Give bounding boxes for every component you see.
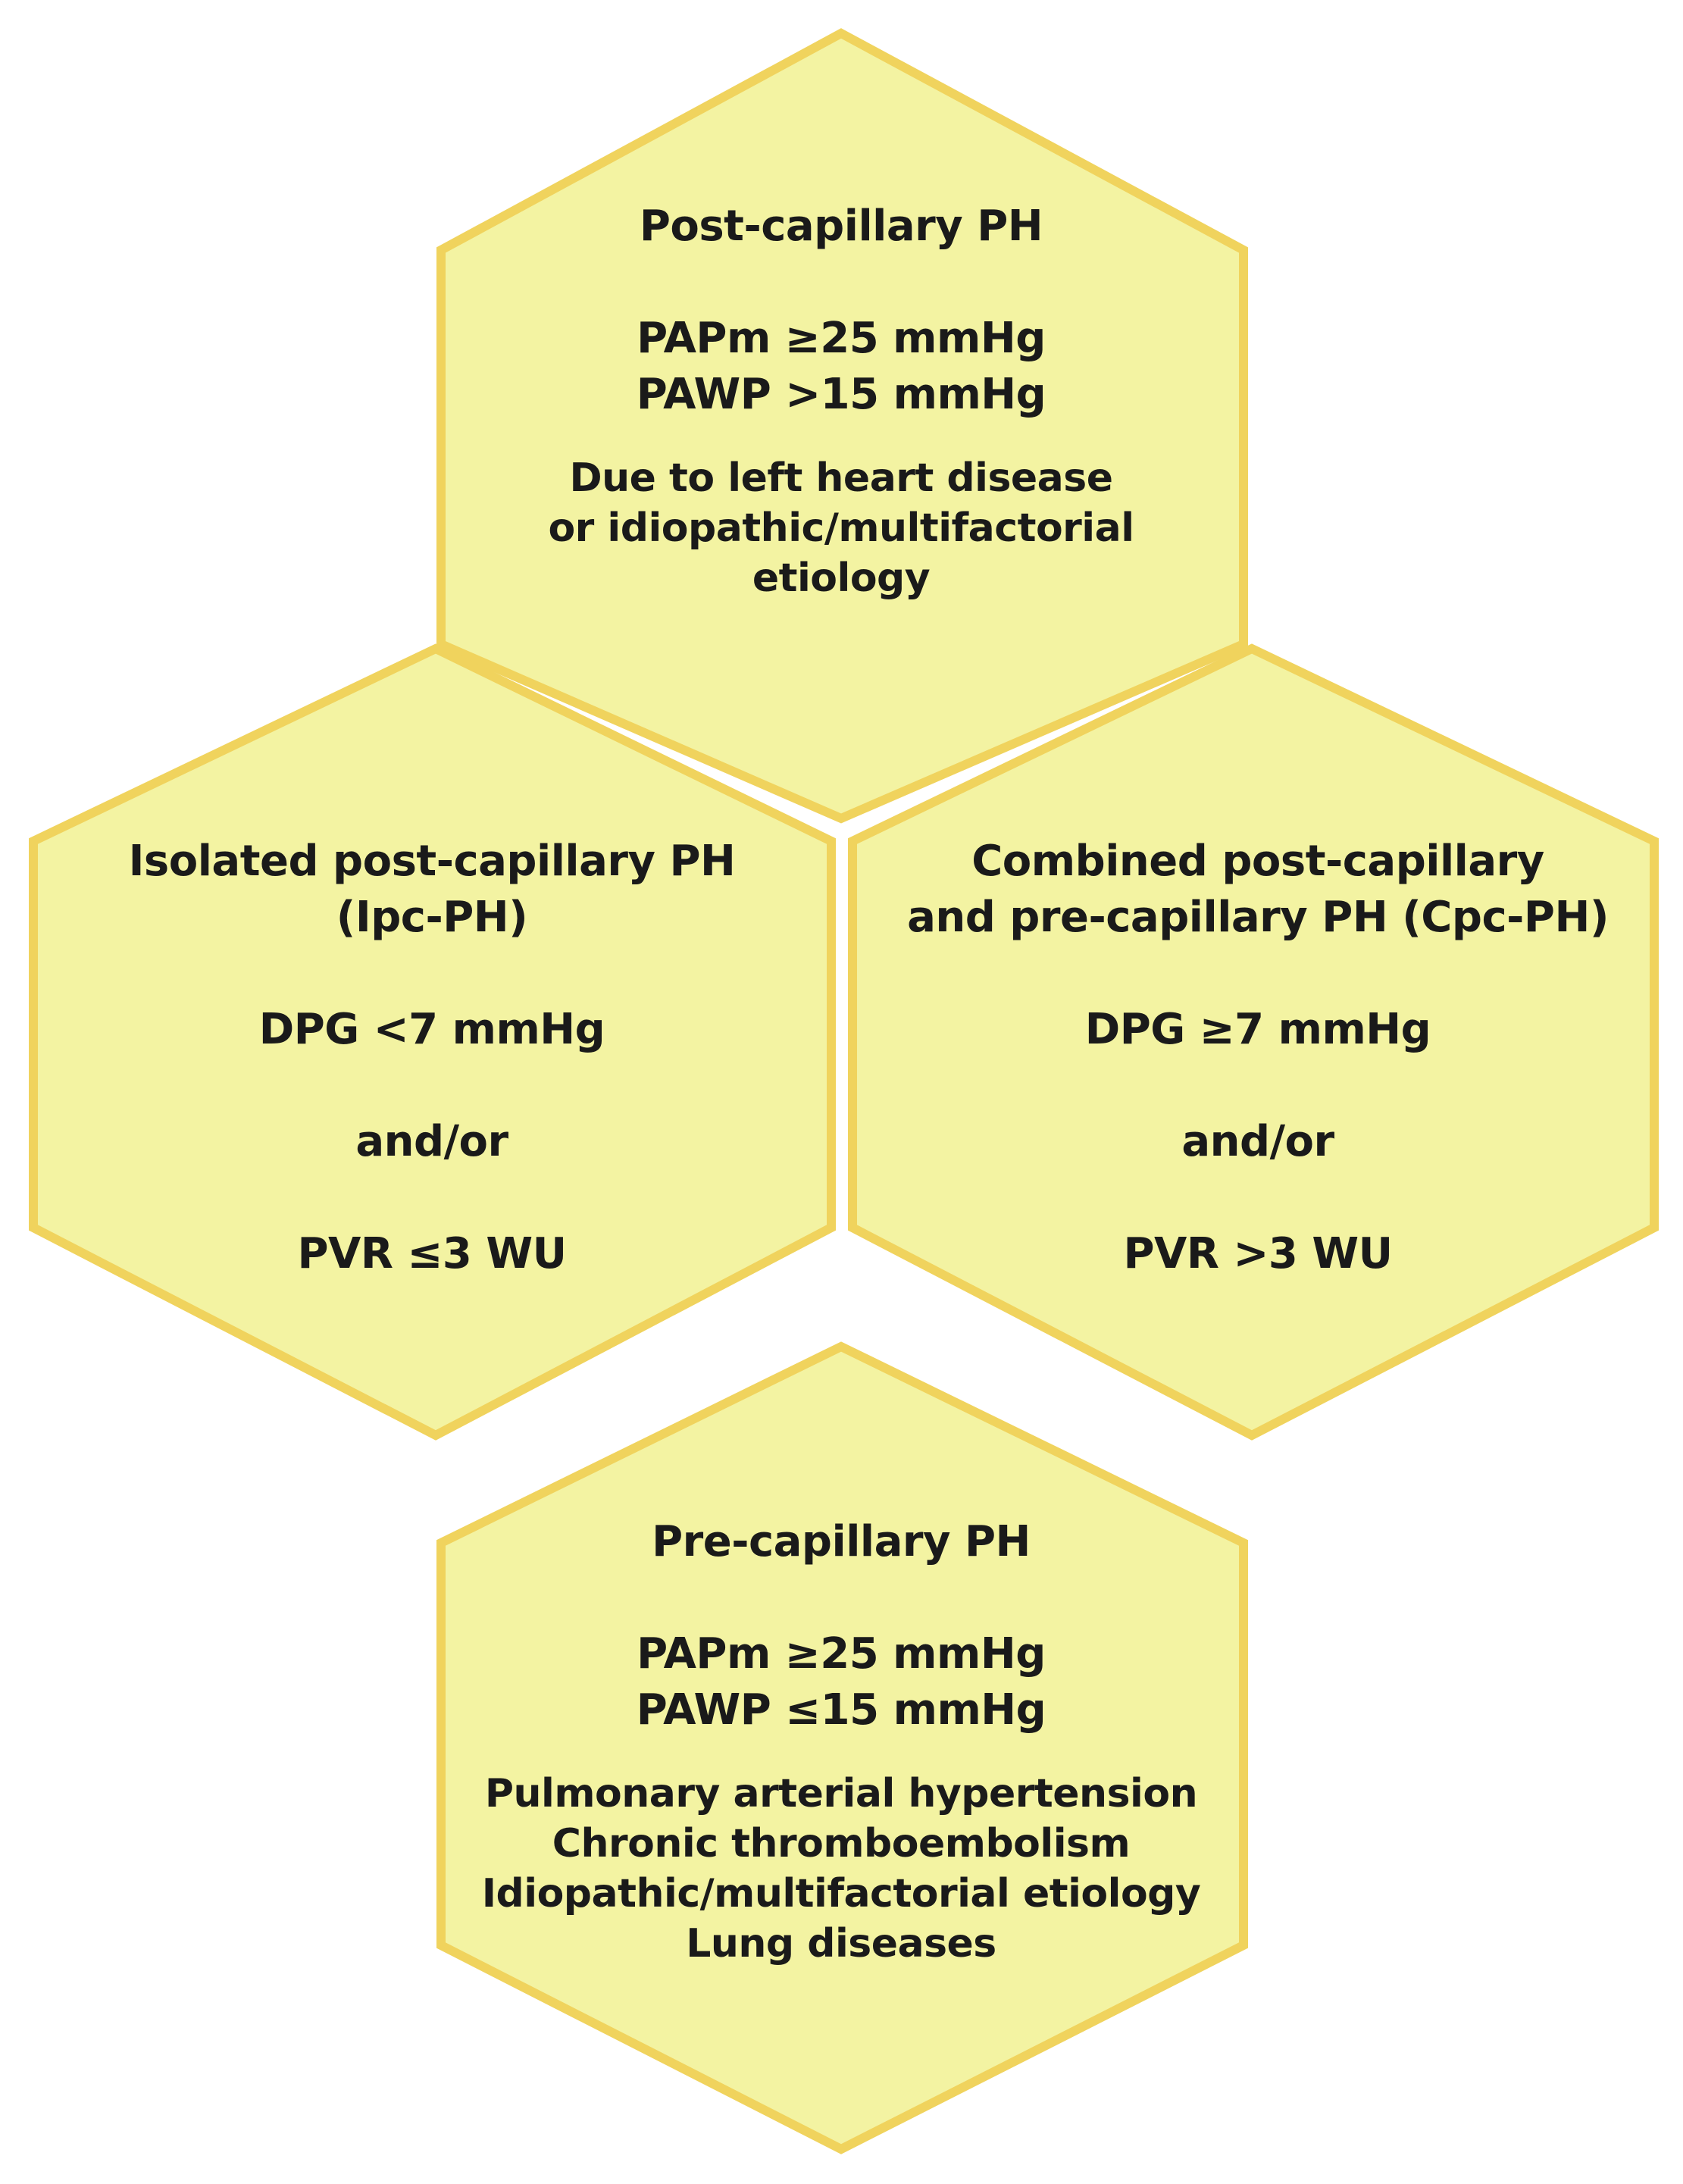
pvr-criterion: PVR ≤3 WU: [297, 1229, 567, 1278]
post-capillary-ph-title: Post-capillary PH: [639, 202, 1043, 251]
pawp-criterion: PAWP ≤15 mmHg: [636, 1685, 1046, 1735]
pvr-criterion: PVR >3 WU: [1123, 1229, 1393, 1278]
combined-post-and-pre-capillary-ph-text: Combined post-capillary and pre-capillar…: [856, 834, 1660, 1282]
and-or-connector: and/or: [1181, 1117, 1334, 1166]
hexagon-isolated-post-capillary-ph: [29, 643, 836, 1441]
cause-line: Idiopathic/multifactorial etiology: [481, 1871, 1201, 1916]
etiology-line: etiology: [752, 555, 931, 601]
pawp-criterion: PAWP >15 mmHg: [636, 370, 1046, 419]
isolated-post-capillary-ph-text: Isolated post-capillary PH (Ipc-PH) DPG …: [30, 834, 834, 1282]
hexagon-post-capillary-ph: [436, 28, 1248, 824]
dpg-criterion: DPG ≥7 mmHg: [1084, 1005, 1431, 1054]
and-or-connector: and/or: [355, 1117, 508, 1166]
dpg-criterion: DPG <7 mmHg: [258, 1005, 605, 1054]
papm-criterion: PAPm ≥25 mmHg: [637, 314, 1046, 363]
cause-line: Chronic thromboembolism: [552, 1821, 1131, 1866]
cpc-ph-title: Combined post-capillary: [971, 837, 1544, 886]
cpc-ph-title-continued: and pre-capillary PH (Cpc-PH): [907, 893, 1609, 942]
cause-line: Pulmonary arterial hypertension: [484, 1771, 1198, 1816]
post-capillary-ph-text: Post-capillary PH PAPm ≥25 mmHg PAWP >15…: [424, 199, 1258, 603]
etiology-line: or idiopathic/multifactorial: [548, 505, 1134, 551]
papm-criterion: PAPm ≥25 mmHg: [637, 1629, 1046, 1679]
hexagon-pre-capillary-ph: [436, 1341, 1248, 2154]
ipc-ph-abbreviation: (Ipc-PH): [336, 893, 528, 942]
pre-capillary-ph-title: Pre-capillary PH: [652, 1517, 1031, 1566]
ipc-ph-title: Isolated post-capillary PH: [128, 837, 736, 886]
hexagon-combined-post-and-pre-capillary-ph: [848, 643, 1659, 1441]
cause-line: Lung diseases: [686, 1921, 996, 1967]
etiology-line: Due to left heart disease: [569, 455, 1113, 501]
pre-capillary-ph-text: Pre-capillary PH PAPm ≥25 mmHg PAWP ≤15 …: [424, 1514, 1258, 1969]
